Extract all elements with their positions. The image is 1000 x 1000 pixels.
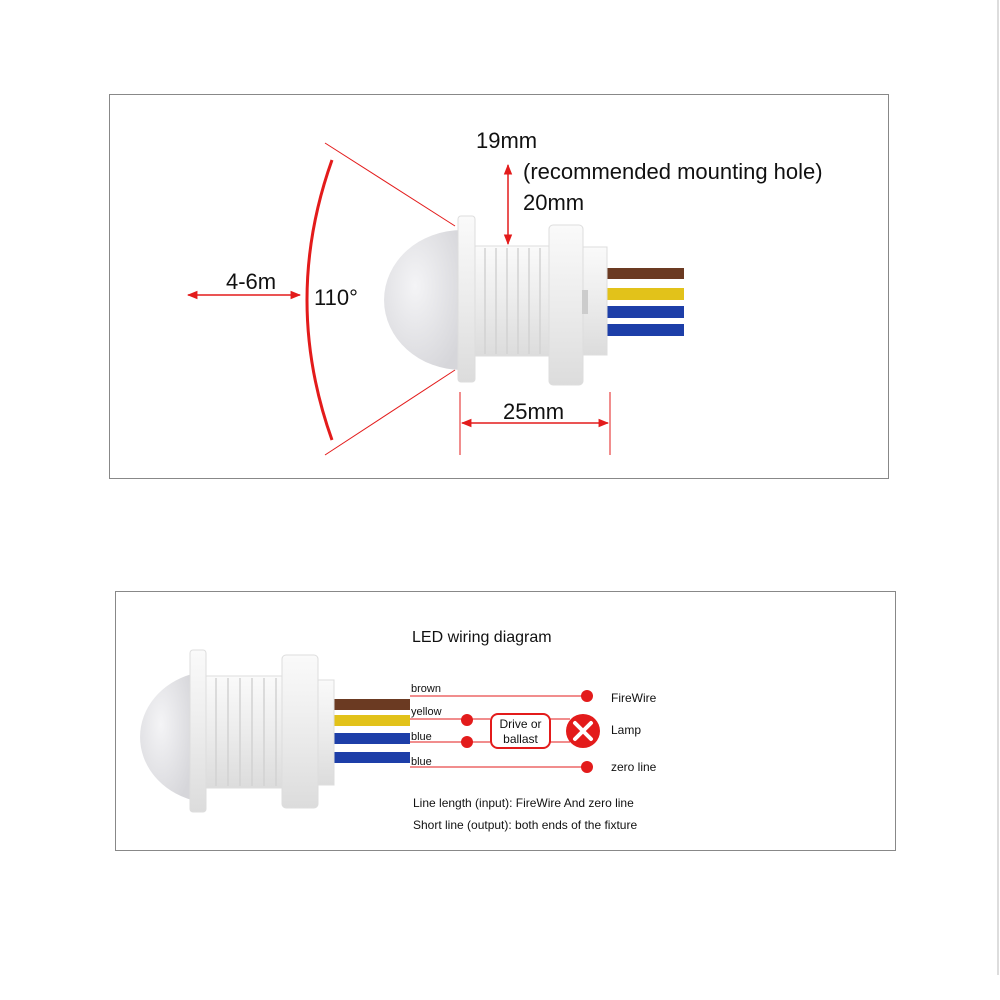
hole-size-label-2: 20mm xyxy=(523,190,584,215)
driver-label-2: ballast xyxy=(503,732,538,746)
wire-yellow xyxy=(600,288,684,300)
wire-blue xyxy=(600,306,684,318)
wire-brown xyxy=(330,699,410,710)
wire-brown xyxy=(600,268,684,279)
driver-box xyxy=(490,713,551,749)
angle-label: 110° xyxy=(314,285,358,310)
wiring-panel: LED wiring diagram brown xyxy=(115,591,896,851)
fov-upper-line xyxy=(324,142,456,227)
wiring-title: LED wiring diagram xyxy=(412,629,552,646)
blue-terminal-dot xyxy=(461,736,473,748)
fov-arc xyxy=(305,159,334,441)
pir-sensor-image xyxy=(140,649,410,813)
range-label: 4-6m xyxy=(226,269,276,294)
note-line-length: Line length (input): FireWire And zero l… xyxy=(413,796,634,810)
wire-label-yellow: yellow xyxy=(411,706,442,718)
lamp-label: Lamp xyxy=(611,723,641,737)
wire-label-blue-2: blue xyxy=(411,756,432,768)
wire-blue xyxy=(330,733,410,744)
lamp-icon xyxy=(566,714,600,748)
hole-note: (recommended mounting hole) xyxy=(523,159,823,184)
wire-yellow xyxy=(330,715,410,726)
wire-label-brown: brown xyxy=(411,683,441,695)
zero-line-label: zero line xyxy=(611,760,657,774)
driver-label-1: Drive or xyxy=(499,717,541,731)
note-short-line: Short line (output): both ends of the fi… xyxy=(413,818,637,832)
wire-blue xyxy=(600,324,684,336)
length-label: 25mm xyxy=(503,399,564,424)
zero-line-terminal-dot xyxy=(581,761,593,773)
dome-lens xyxy=(140,674,192,800)
firewire-terminal-dot xyxy=(581,690,593,702)
hole-size-label: 19mm xyxy=(476,128,537,153)
dimensions-panel: 4-6m 110° 19mm (recommended mounting hol… xyxy=(109,94,889,479)
pir-sensor-image xyxy=(384,215,684,386)
fov-lower-line xyxy=(324,369,456,456)
firewire-label: FireWire xyxy=(611,691,657,705)
wire-label-blue: blue xyxy=(411,731,432,743)
wire-blue xyxy=(330,752,410,763)
dome-lens xyxy=(384,230,462,370)
yellow-terminal-dot xyxy=(461,714,473,726)
